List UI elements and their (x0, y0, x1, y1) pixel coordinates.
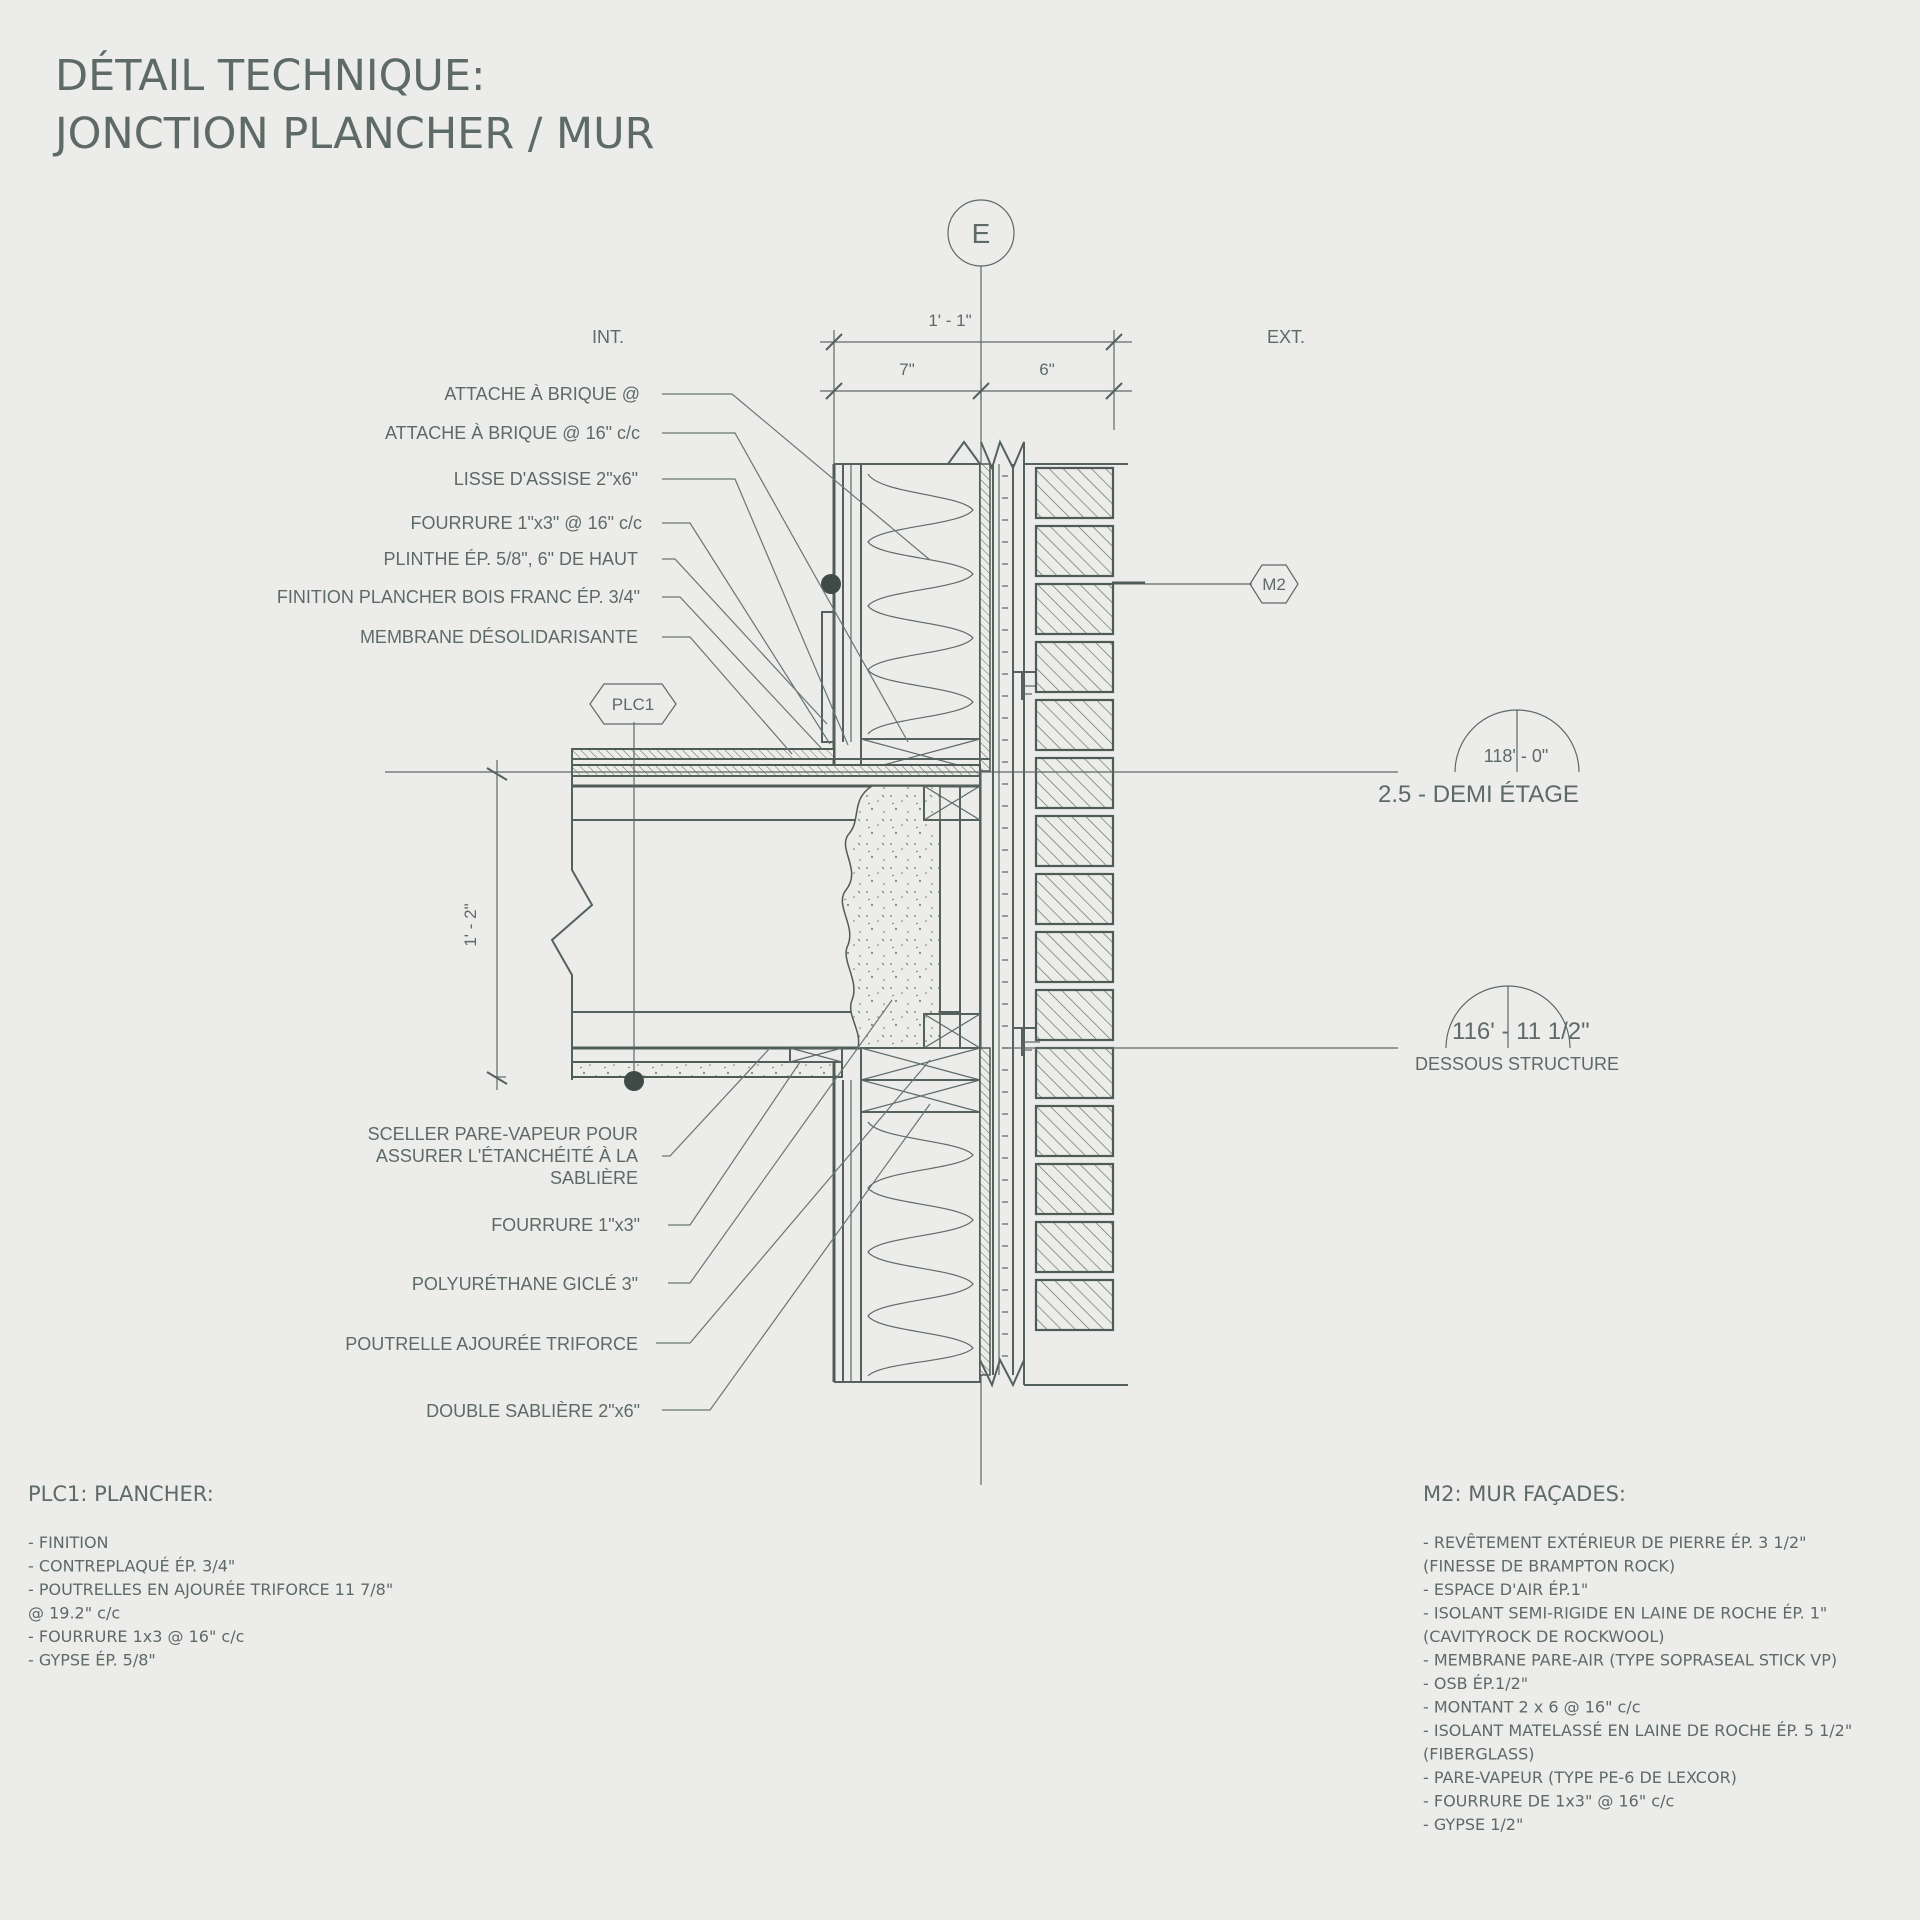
stone-unit (1034, 1104, 1115, 1158)
floor-tag-label: PLC1 (612, 695, 655, 714)
stone-unit (1034, 1046, 1115, 1100)
notes-wall-line: - PARE-VAPEUR (TYPE PE-6 DE LEXCOR) (1423, 1768, 1737, 1787)
notes-wall-line: - ISOLANT SEMI-RIGIDE EN LAINE DE ROCHE … (1423, 1604, 1827, 1623)
label-sealer-2: ASSURER L'ÉTANCHÉITÉ À LA (376, 1146, 638, 1166)
label-bottom-2: POLYURÉTHANE GICLÉ 3" (412, 1274, 638, 1294)
label-sealer-1: SCELLER PARE-VAPEUR POUR (368, 1124, 638, 1144)
notes-floor-line: - POUTRELLES EN AJOURÉE TRIFORCE 11 7/8" (28, 1580, 393, 1599)
notes-wall-line: - MONTANT 2 x 6 @ 16" c/c (1423, 1698, 1641, 1717)
dimension-total: 1' - 1" (928, 311, 971, 330)
labels-bottom: SCELLER PARE-VAPEUR POUR ASSURER L'ÉTANC… (345, 1124, 640, 1421)
stone-unit (1034, 872, 1115, 926)
level-elevation-1: 118' - 0" (1484, 746, 1549, 766)
notes-wall-line: (FIBERGLASS) (1423, 1745, 1535, 1764)
exterior-label: EXT. (1267, 327, 1305, 347)
label-sealer-3: SABLIÈRE (550, 1168, 638, 1188)
stone-unit (1034, 582, 1115, 636)
label-bottom-4: DOUBLE SABLIÈRE 2"x6" (426, 1401, 640, 1421)
lower-wall-assembly (832, 581, 1145, 1388)
notes-wall-line: (CAVITYROCK DE ROCKWOOL) (1423, 1627, 1665, 1646)
level-elevation-2: 116' - 11 1/2" (1452, 1018, 1590, 1045)
title-line-2: JONCTION PLANCHER / MUR (52, 109, 654, 159)
stone-unit (1034, 814, 1115, 868)
wall-tag-m2: M2 (1145, 564, 1299, 604)
label-top-7: MEMBRANE DÉSOLIDARISANTE (360, 627, 638, 647)
label-top-4: FOURRURE 1"x3" @ 16" c/c (411, 513, 643, 533)
interior-label: INT. (592, 327, 624, 347)
level-lines: 1' - 2" (385, 760, 1398, 1090)
level-marker-dessous-structure: 116' - 11 1/2" DESSOUS STRUCTURE (1415, 985, 1619, 1074)
level-name-1: 2.5 - DEMI ÉTAGE (1378, 781, 1579, 808)
notes-wall-line: - MEMBRANE PARE-AIR (TYPE SOPRASEAL STIC… (1423, 1651, 1837, 1670)
title-line-1: DÉTAIL TECHNIQUE: (55, 50, 486, 101)
label-bottom-3: POUTRELLE AJOURÉE TRIFORCE (345, 1334, 638, 1354)
level-name-2: DESSOUS STRUCTURE (1415, 1054, 1619, 1074)
stone-unit (1034, 640, 1115, 694)
labels-top: ATTACHE À BRIQUE @ ATTACHE À BRIQUE @ 16… (277, 384, 642, 647)
stone-unit (1034, 1220, 1115, 1274)
wall-tag-label: M2 (1262, 575, 1286, 594)
notes-wall-line: - OSB ÉP.1/2" (1423, 1674, 1528, 1693)
stone-unit (1034, 466, 1115, 520)
stone-unit (1034, 930, 1115, 984)
notes-wall-line: - ESPACE D'AIR ÉP.1" (1423, 1580, 1588, 1599)
upper-wall-assembly (821, 439, 1128, 1375)
floor-tag-plc1: PLC1 (589, 683, 677, 725)
stone-unit (1034, 698, 1115, 752)
notes-wall-title: M2: MUR FAÇADES: (1423, 1482, 1626, 1506)
notes-floor: PLC1: PLANCHER: - FINITION - CONTREPLAQUÉ… (28, 1482, 393, 1670)
level-marker-demi-etage: 118' - 0" 2.5 - DEMI ÉTAGE (1378, 709, 1580, 808)
notes-floor-title: PLC1: PLANCHER: (28, 1482, 214, 1506)
notes-floor-line: @ 19.2" c/c (28, 1604, 120, 1623)
notes-wall-line: - ISOLANT MATELASSÉ EN LAINE DE ROCHE ÉP… (1423, 1721, 1852, 1740)
stone-unit (1034, 1162, 1115, 1216)
notes-wall: M2: MUR FAÇADES: - REVÊTEMENT EXTÉRIEUR … (1423, 1482, 1852, 1834)
notes-floor-line: - FOURRURE 1x3 @ 16" c/c (28, 1627, 244, 1646)
stone-cladding (1034, 466, 1115, 1332)
label-top-2: ATTACHE À BRIQUE @ 16" c/c (385, 423, 640, 443)
top-dimensions: 1' - 1" 7" 6" (820, 311, 1132, 465)
label-top-6: FINITION PLANCHER BOIS FRANC ÉP. 3/4" (277, 587, 640, 607)
stone-unit (1034, 988, 1115, 1042)
notes-wall-line: - FOURRURE DE 1x3" @ 16" c/c (1423, 1792, 1674, 1811)
notes-floor-line: - GYPSE ÉP. 5/8" (28, 1651, 156, 1670)
leaders-top (662, 393, 931, 755)
label-bottom-1: FOURRURE 1"x3" (491, 1215, 640, 1235)
dimension-floor-height: 1' - 2" (461, 903, 480, 946)
label-top-5: PLINTHE ÉP. 5/8", 6" DE HAUT (383, 549, 638, 569)
notes-wall-line: (FINESSE DE BRAMPTON ROCK) (1423, 1557, 1675, 1576)
notes-wall-line: - REVÊTEMENT EXTÉRIEUR DE PIERRE ÉP. 3 1… (1423, 1533, 1807, 1552)
stone-unit (1034, 1278, 1115, 1332)
label-top-1: ATTACHE À BRIQUE @ (444, 384, 640, 404)
notes-floor-line: - FINITION (28, 1533, 109, 1552)
label-top-3: LISSE D'ASSISE 2"x6" (454, 469, 638, 489)
notes-wall-line: - GYPSE 1/2" (1423, 1815, 1523, 1834)
stone-unit (1034, 524, 1115, 578)
notes-floor-line: - CONTREPLAQUÉ ÉP. 3/4" (28, 1557, 235, 1576)
stone-unit (1034, 756, 1115, 810)
grid-marker-label: E (972, 218, 991, 249)
dimension-left: 7" (899, 360, 915, 379)
leaders-bottom (656, 999, 931, 1411)
dimension-right: 6" (1039, 360, 1055, 379)
